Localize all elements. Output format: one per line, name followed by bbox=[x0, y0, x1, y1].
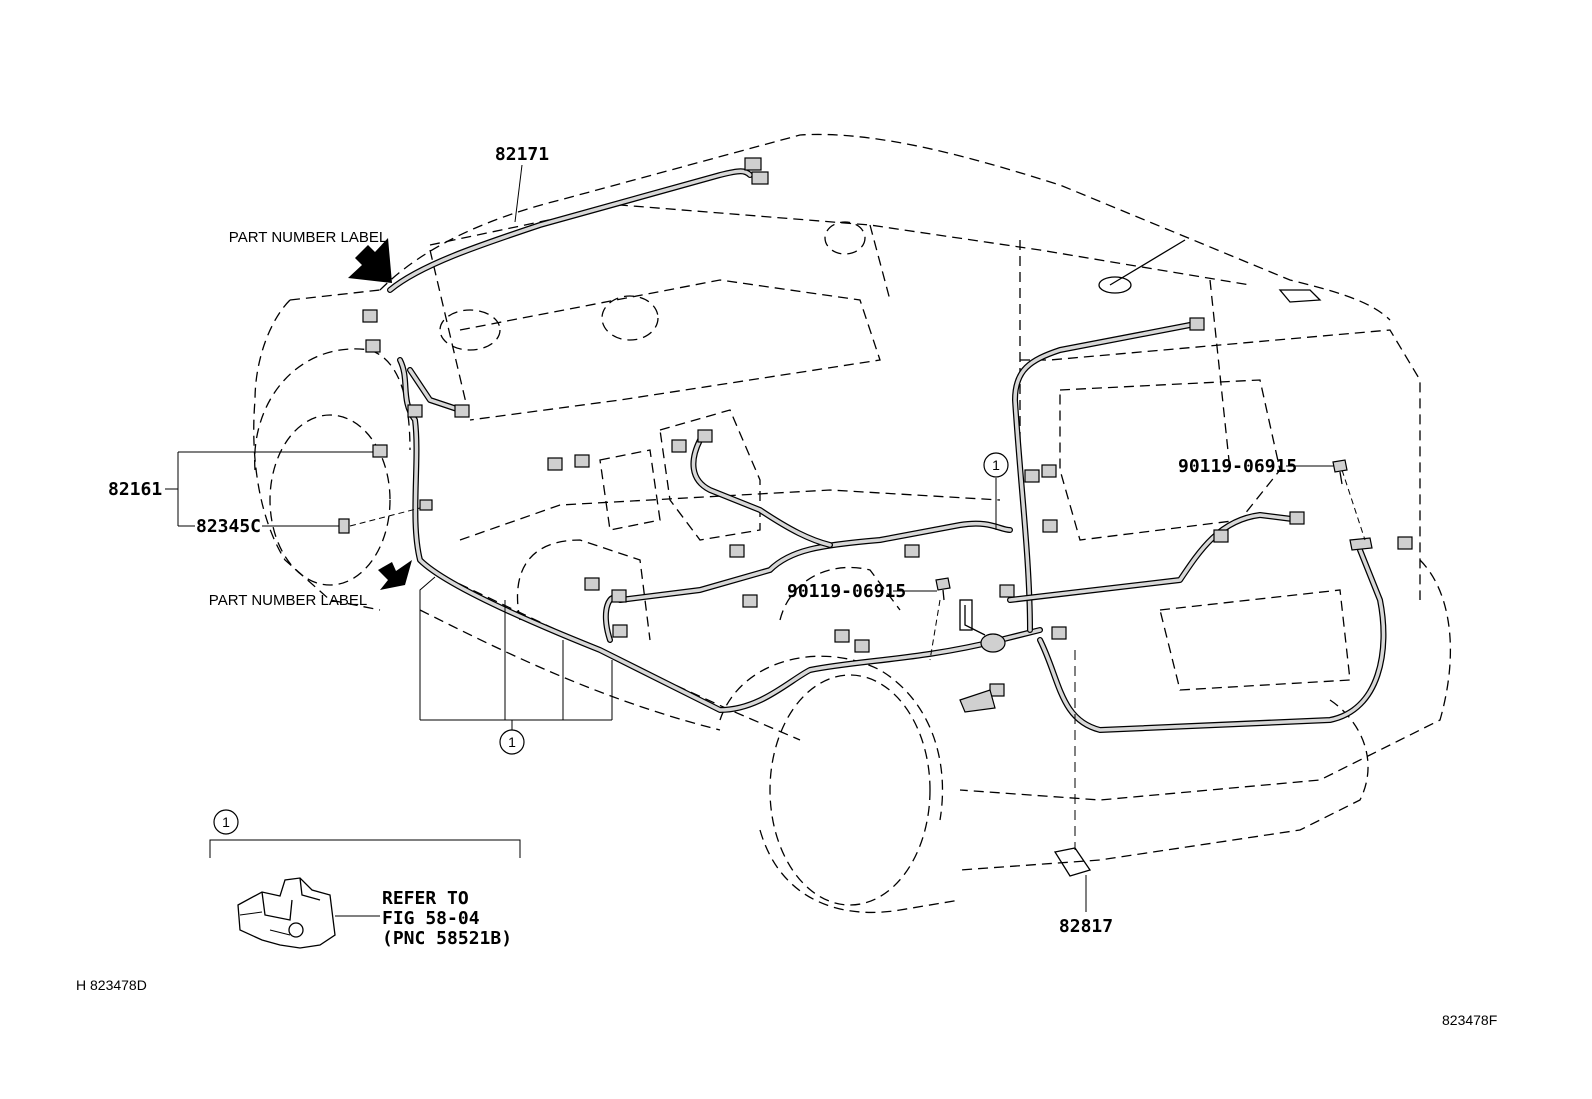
detail-ref-line2: FIG 58-04 bbox=[382, 908, 480, 929]
bolt-icon bbox=[1332, 459, 1348, 485]
label-bolt-center: 90119-06915 bbox=[787, 581, 906, 602]
connector bbox=[744, 157, 762, 171]
figure-id-right: 823478F bbox=[1442, 1012, 1497, 1028]
vehicle-body-outline bbox=[253, 133, 1452, 914]
connector bbox=[751, 171, 769, 185]
protector-icon bbox=[1053, 847, 1092, 877]
grommet bbox=[959, 599, 986, 636]
connectors bbox=[362, 309, 1413, 713]
clamp-icon bbox=[237, 877, 336, 949]
detail-ref-line3: (PNC 58521B) bbox=[382, 928, 512, 949]
label-part-number-top: PART NUMBER LABEL bbox=[229, 229, 387, 246]
detail-section bbox=[209, 839, 521, 949]
leader-lines bbox=[165, 164, 1366, 912]
label-82161: 82161 bbox=[108, 479, 162, 500]
label-82345c: 82345C bbox=[196, 516, 261, 537]
detail-ref-line1: REFER TO bbox=[382, 888, 469, 909]
black-arrow-icon bbox=[348, 238, 392, 283]
black-arrow-icon bbox=[378, 560, 412, 590]
figure-id-left: H 823478D bbox=[76, 977, 147, 993]
label-part-number-bottom: PART NUMBER LABEL bbox=[209, 592, 367, 609]
connector-82345c-icon bbox=[338, 518, 350, 534]
callout-circle: 1 bbox=[983, 452, 1009, 478]
svg-text:1: 1 bbox=[222, 814, 230, 830]
label-82171: 82171 bbox=[495, 144, 549, 165]
svg-text:1: 1 bbox=[992, 457, 1000, 473]
floor-harness-82161 bbox=[397, 322, 1387, 733]
roof-harness-82171 bbox=[387, 157, 769, 293]
callout-circle: 1 bbox=[213, 809, 239, 835]
bolt-icon bbox=[935, 577, 951, 601]
label-82817: 82817 bbox=[1059, 916, 1113, 937]
svg-text:1: 1 bbox=[508, 734, 516, 750]
callout-circle: 1 bbox=[499, 729, 525, 755]
label-bolt-right: 90119-06915 bbox=[1178, 456, 1297, 477]
